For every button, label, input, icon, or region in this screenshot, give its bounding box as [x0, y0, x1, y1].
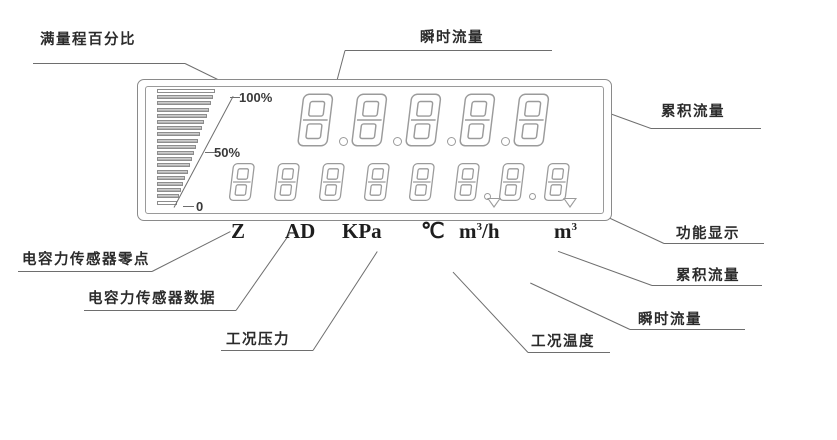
leader-line-instantaneous-top — [345, 50, 552, 51]
annotation-instantaneous-flow-top: 瞬时流量 — [420, 30, 484, 46]
bargraph-segment — [157, 182, 184, 186]
decimal-point — [447, 137, 456, 146]
decimal-point — [339, 137, 348, 146]
bargraph-segment — [157, 188, 182, 193]
leader-line-temperature — [528, 352, 610, 353]
leader-line-pressure — [221, 350, 313, 351]
seven-segment-digit — [540, 162, 573, 207]
annotation-full-scale-percentage: 满量程百分比 — [40, 32, 136, 48]
leader-line-pressure-diag — [312, 251, 378, 351]
bargraph-segment — [157, 95, 213, 100]
annotation-sensor-zero: 电容力传感器零点 — [22, 252, 150, 268]
bargraph-segment — [157, 126, 203, 131]
seven-segment-digit — [450, 162, 483, 207]
seven-segment-digit — [453, 92, 500, 153]
unit-label-cubic-meter-per-hour: m3/h — [459, 219, 500, 243]
seven-segment-digit — [507, 92, 554, 153]
annotation-operating-temperature: 工况温度 — [531, 334, 595, 350]
bargraph-segment — [157, 163, 190, 168]
leader-line-full-scale — [33, 63, 185, 64]
leader-line-sensor-zero — [18, 271, 152, 272]
bargraph-tick-0 — [183, 206, 194, 207]
bargraph-segment — [157, 89, 215, 93]
bargraph-label-0: 0 — [196, 199, 204, 214]
annotation-instantaneous-flow-lower: 瞬时流量 — [638, 312, 702, 328]
bargraph-label-100: 100% — [239, 90, 273, 105]
unit-label-cubic-meter: m3 — [554, 219, 577, 243]
function-marker — [487, 198, 501, 208]
seven-segment-digit — [291, 92, 338, 153]
bargraph-segment — [157, 138, 199, 143]
bargraph-segment — [157, 169, 188, 174]
totalizer-marker — [563, 198, 577, 208]
seven-segment-digit — [270, 162, 303, 207]
bargraph-segment — [157, 101, 211, 106]
full-scale-bargraph — [157, 89, 217, 209]
annotation-totalized-flow-upper: 累积流量 — [661, 104, 725, 120]
annotation-function-display: 功能显示 — [676, 226, 740, 242]
bargraph-segment — [157, 157, 192, 162]
unit-label-celsius: ℃ — [421, 219, 445, 243]
bargraph-segment — [157, 144, 196, 149]
seven-segment-digit — [360, 162, 393, 207]
leader-line-instantaneous-lower — [630, 329, 745, 330]
bargraph-tick-100 — [230, 97, 240, 98]
leader-line-totalized-upper — [651, 128, 761, 129]
bargraph-tick-50 — [205, 152, 215, 153]
annotation-sensor-data: 电容力传感器数据 — [88, 291, 216, 307]
leader-line-temperature-diag — [452, 271, 529, 353]
leader-line-instantaneous-lower-diag — [530, 282, 631, 330]
bargraph-segment — [157, 132, 201, 137]
decimal-point — [501, 137, 510, 146]
seven-segment-digit — [405, 162, 438, 207]
bargraph-segment — [157, 113, 207, 118]
bargraph-segment — [157, 120, 205, 124]
seven-segment-digit — [345, 92, 392, 153]
seven-segment-digit — [315, 162, 348, 207]
seven-segment-digit — [495, 162, 528, 207]
leader-line-totalized-lower — [652, 285, 762, 286]
bargraph-segment — [157, 194, 180, 199]
bargraph-label-50: 50% — [214, 145, 241, 160]
unit-label-kpa: KPa — [342, 219, 382, 243]
seven-segment-digit — [399, 92, 446, 153]
decimal-point — [529, 193, 536, 200]
bargraph-segment — [157, 107, 209, 112]
decimal-point — [393, 137, 402, 146]
annotation-operating-pressure: 工况压力 — [226, 332, 290, 348]
unit-label-ad: AD — [285, 219, 316, 243]
seven-segment-digit — [225, 162, 258, 207]
leader-line-totalized-lower-diag — [557, 250, 653, 286]
bargraph-segment — [157, 175, 186, 180]
annotation-totalized-flow-lower: 累积流量 — [676, 268, 740, 284]
leader-line-sensor-data-diag — [235, 234, 290, 311]
unit-label-z: Z — [231, 219, 246, 243]
leader-line-function-display — [664, 243, 764, 244]
leader-line-sensor-data — [84, 310, 236, 311]
leader-line-sensor-zero-diag — [151, 231, 231, 272]
bargraph-segment — [157, 151, 194, 155]
